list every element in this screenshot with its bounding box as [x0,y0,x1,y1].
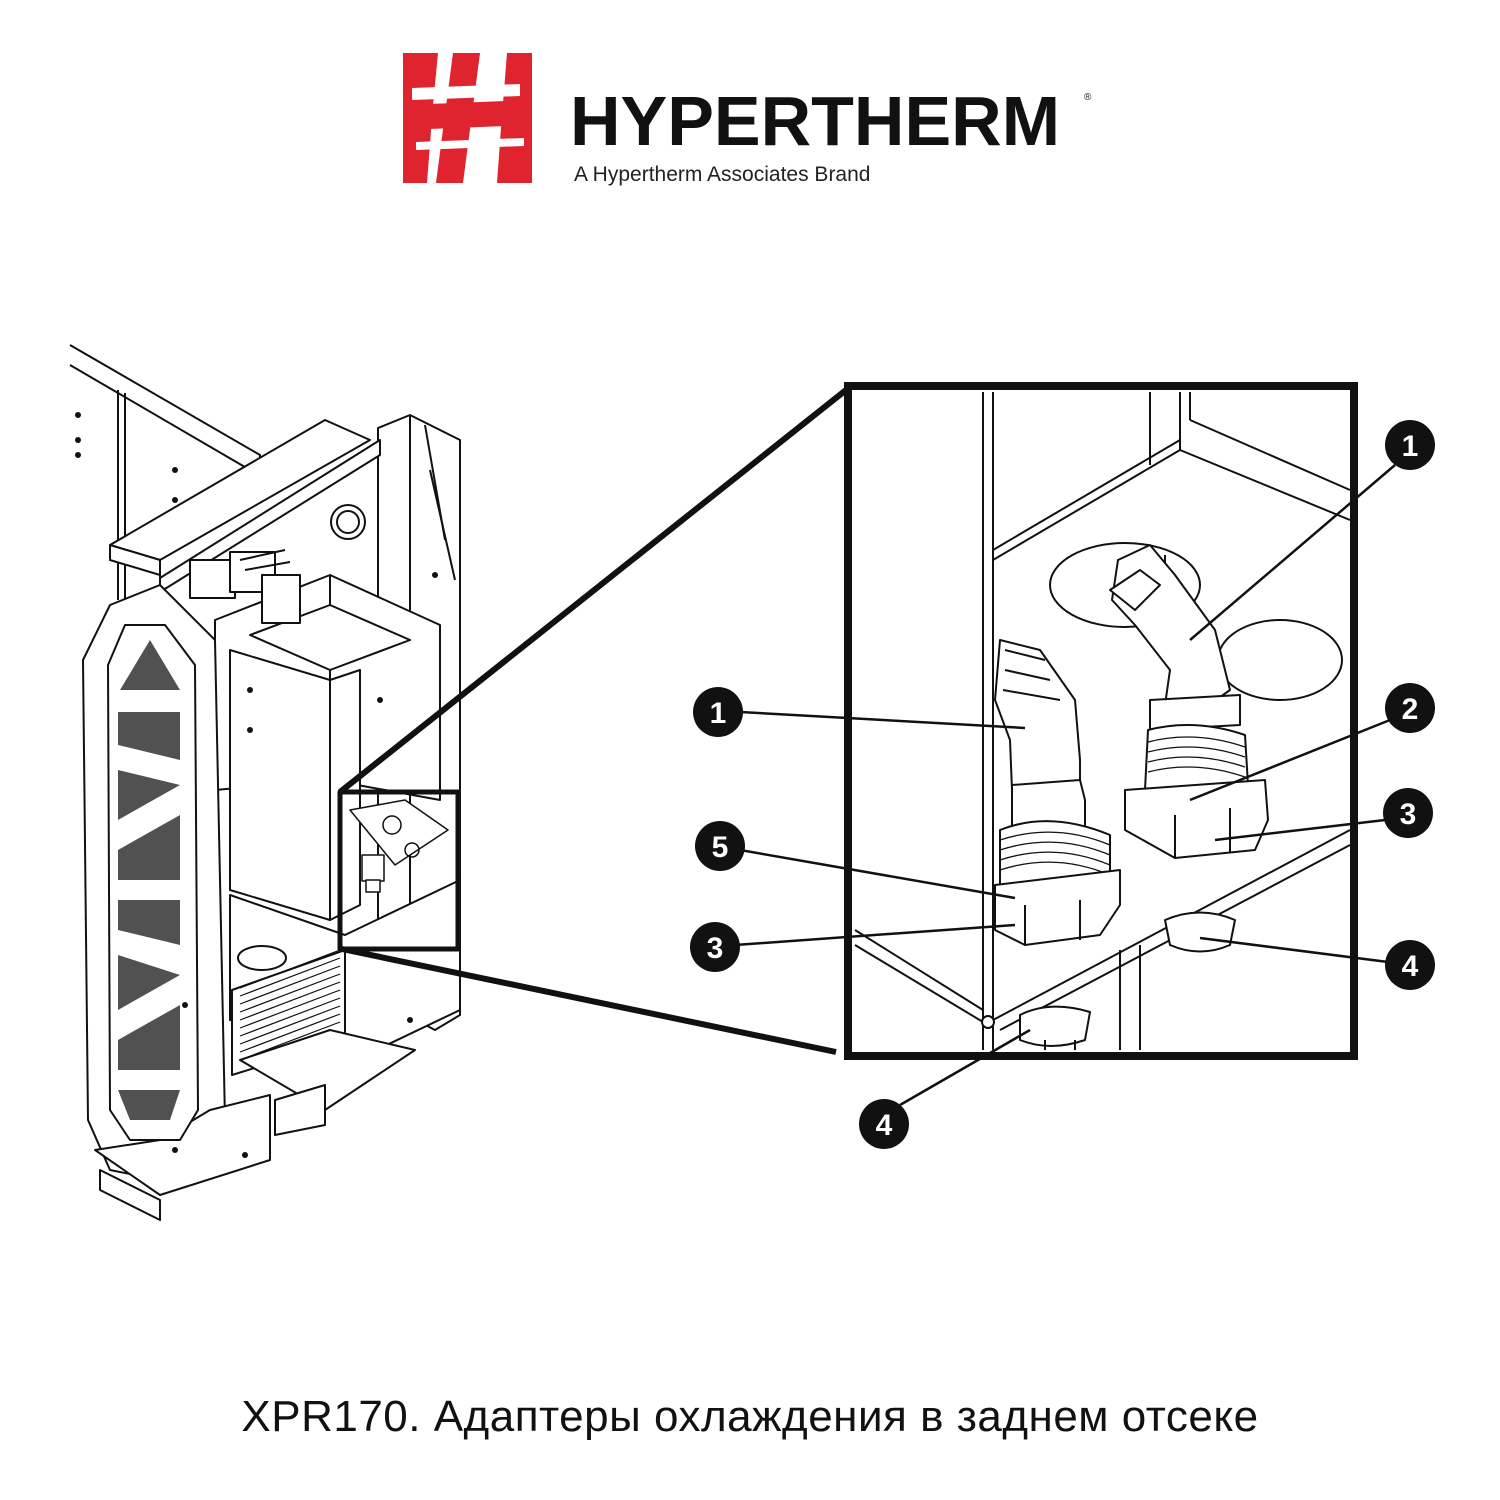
callout-1-right: 1 [1385,420,1435,470]
machine-illustration [69,344,461,1221]
callout-3-right-label: 3 [1400,798,1417,831]
callout-5-label: 5 [712,831,729,864]
callout-4-right-label: 4 [1402,950,1419,983]
callout-4-right: 4 [1385,940,1435,990]
callout-3-left: 3 [690,922,740,972]
callout-1-right-label: 1 [1402,430,1419,463]
callout-4-bottom-label: 4 [876,1109,893,1142]
brand-name: HYPERTHERM [570,82,1060,160]
callout-1-left: 1 [693,687,743,737]
brand-tagline: A Hypertherm Associates Brand [574,163,870,186]
callout-3-right: 3 [1383,788,1433,838]
callout-1-left-label: 1 [710,697,727,730]
magnified-inset [844,382,1358,1060]
brand-registered-mark: ® [1084,92,1092,103]
hypertherm-logo: HYPERTHERM ® A Hypertherm Associates Bra… [403,53,1092,186]
door-vent-mesh [118,640,180,1120]
callout-5: 5 [695,821,745,871]
callout-2-label: 2 [1402,693,1419,726]
callout-2: 2 [1385,683,1435,733]
callout-4-bottom: 4 [859,1099,909,1149]
callout-leader-lines [734,464,1396,1107]
callout-3-left-label: 3 [707,932,724,965]
zoom-connector-lines [338,387,848,1055]
hypertherm-logo-mark [403,53,532,183]
figure-caption: XPR170. Адаптеры охлаждения в заднем отс… [241,1392,1259,1441]
